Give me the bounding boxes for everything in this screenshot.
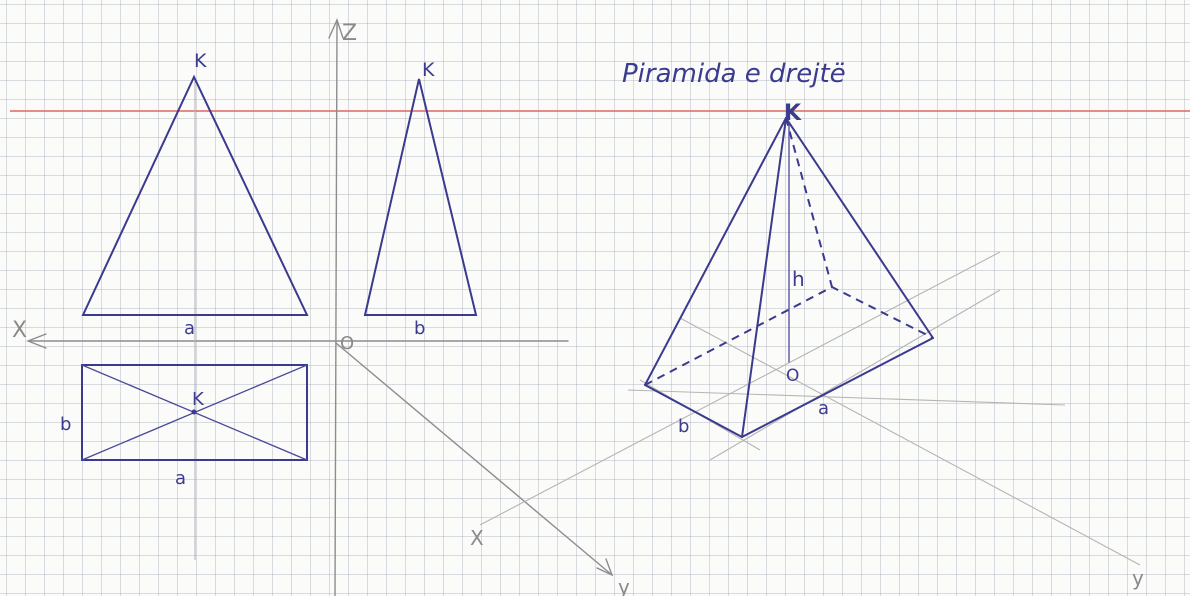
isometric-axes [479, 251, 1141, 566]
top-view [81, 364, 308, 461]
iso-x-axis-label: X [470, 526, 484, 550]
top-view-center-label: K [192, 389, 205, 410]
front-view-apex-label: K [194, 50, 207, 72]
projection-axes [26, 18, 614, 596]
top-view-center-point [191, 409, 197, 415]
side-view [363, 78, 478, 316]
y-axis [335, 342, 613, 576]
origin-label: O [340, 333, 354, 354]
y-axis-arrow [596, 558, 614, 577]
pyramid-edge-right [785, 117, 934, 339]
front-view [81, 74, 309, 560]
y-axis-label: y [618, 575, 630, 596]
top-view-side-b-label: b [60, 414, 71, 435]
iso-y-axis-label: y [1132, 566, 1144, 590]
side-view-base-label: b [414, 318, 425, 339]
isometric-pyramid [644, 117, 934, 439]
iso-helper-line-2 [709, 289, 1001, 461]
z-axis [334, 19, 338, 596]
iso-helper-line-1 [627, 389, 1066, 406]
z-axis-label: Z [342, 21, 357, 46]
drawing-title: Piramida e drejtë [622, 59, 846, 89]
pyramid-edge-hidden [785, 117, 833, 288]
pyramid-edge-left [644, 117, 787, 386]
front-view-triangle [81, 74, 309, 316]
x-axis-arrow [26, 333, 47, 349]
pyramid-origin-label: O [786, 366, 799, 386]
front-view-base-label: a [184, 318, 195, 339]
pyramid-edge-front [741, 117, 787, 438]
z-axis-arrow [328, 18, 344, 39]
pyramid-side-b-label: b [678, 416, 689, 437]
x-axis-label: X [12, 318, 27, 343]
iso-x-axis [479, 251, 1001, 526]
side-view-triangle [363, 78, 478, 316]
pyramid-apex-label: K [784, 101, 802, 126]
top-view-rectangle [81, 364, 308, 461]
pyramid-side-a-label: a [818, 398, 829, 419]
side-view-apex-label: K [422, 59, 435, 81]
iso-y-axis [679, 317, 1141, 566]
pyramid-height-label: h [792, 267, 805, 291]
top-view-side-a-label: a [175, 468, 186, 489]
